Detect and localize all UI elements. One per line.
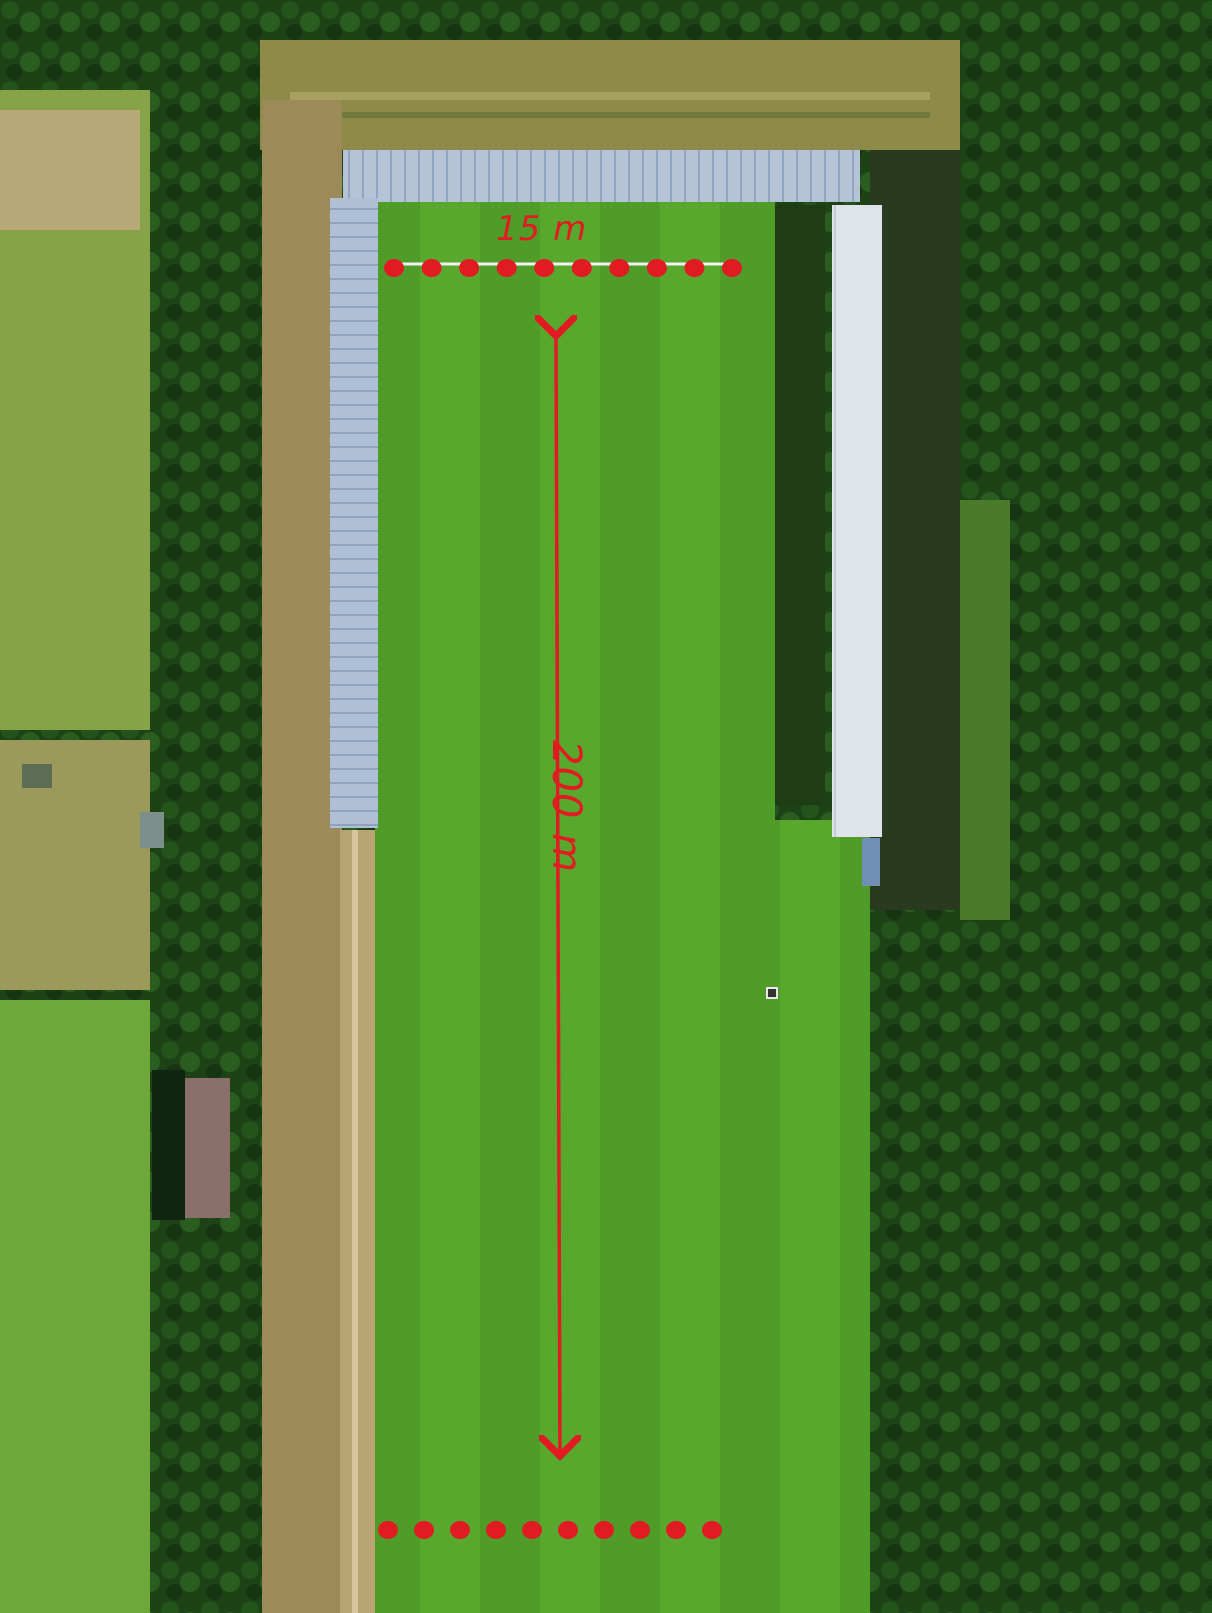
small-hut-2 [22,764,52,788]
marker-dot [522,1521,542,1539]
small-hut-1 [140,812,164,848]
marker-dot [684,259,705,277]
top-shed-roof [343,150,860,202]
grass-range-lower [375,820,870,1613]
right-shed-post [862,838,880,886]
marker-dot [630,1521,650,1539]
marker-dot [594,1521,614,1539]
right-shed-roof [832,205,882,837]
left-shed-shadow [152,1070,185,1220]
top-strip-line [290,92,930,100]
right-shed-edge [834,205,836,837]
dirt-embankment [262,100,342,1613]
right-green-band [960,500,1010,920]
marker-dot [702,1521,722,1539]
length-arrow [556,336,560,1456]
marker-dot [459,259,480,277]
marker-dot [414,1521,434,1539]
left-hedge [150,60,260,1613]
marker-dot [722,259,742,277]
bottom-marker-row [378,1521,722,1539]
marker-dot [571,259,592,277]
left-shed [185,1078,230,1218]
marker-dot [609,259,630,277]
left-field-dry [0,110,140,230]
marker-dot [421,259,442,277]
target-face [768,989,776,997]
marker-dot [378,1521,398,1539]
length-label: 200 m [543,740,589,874]
marker-dot [486,1521,506,1539]
right-dirt-lane [870,150,960,910]
marker-dot [534,259,555,277]
marker-dot [666,1521,686,1539]
top-strip-line [290,112,930,118]
width-label: 15 m [496,209,588,249]
marker-dot [496,259,517,277]
marker-dot [450,1521,470,1539]
grass-range-upper [375,200,775,830]
marker-dot [646,259,667,277]
dirt-track [352,830,358,1613]
left-shed-roof [330,198,378,828]
top-marker-row [384,259,742,277]
marker-dot [558,1521,578,1539]
marker-dot [384,259,404,277]
right-shadow-strip [775,205,825,805]
dirt-path [340,830,380,1613]
